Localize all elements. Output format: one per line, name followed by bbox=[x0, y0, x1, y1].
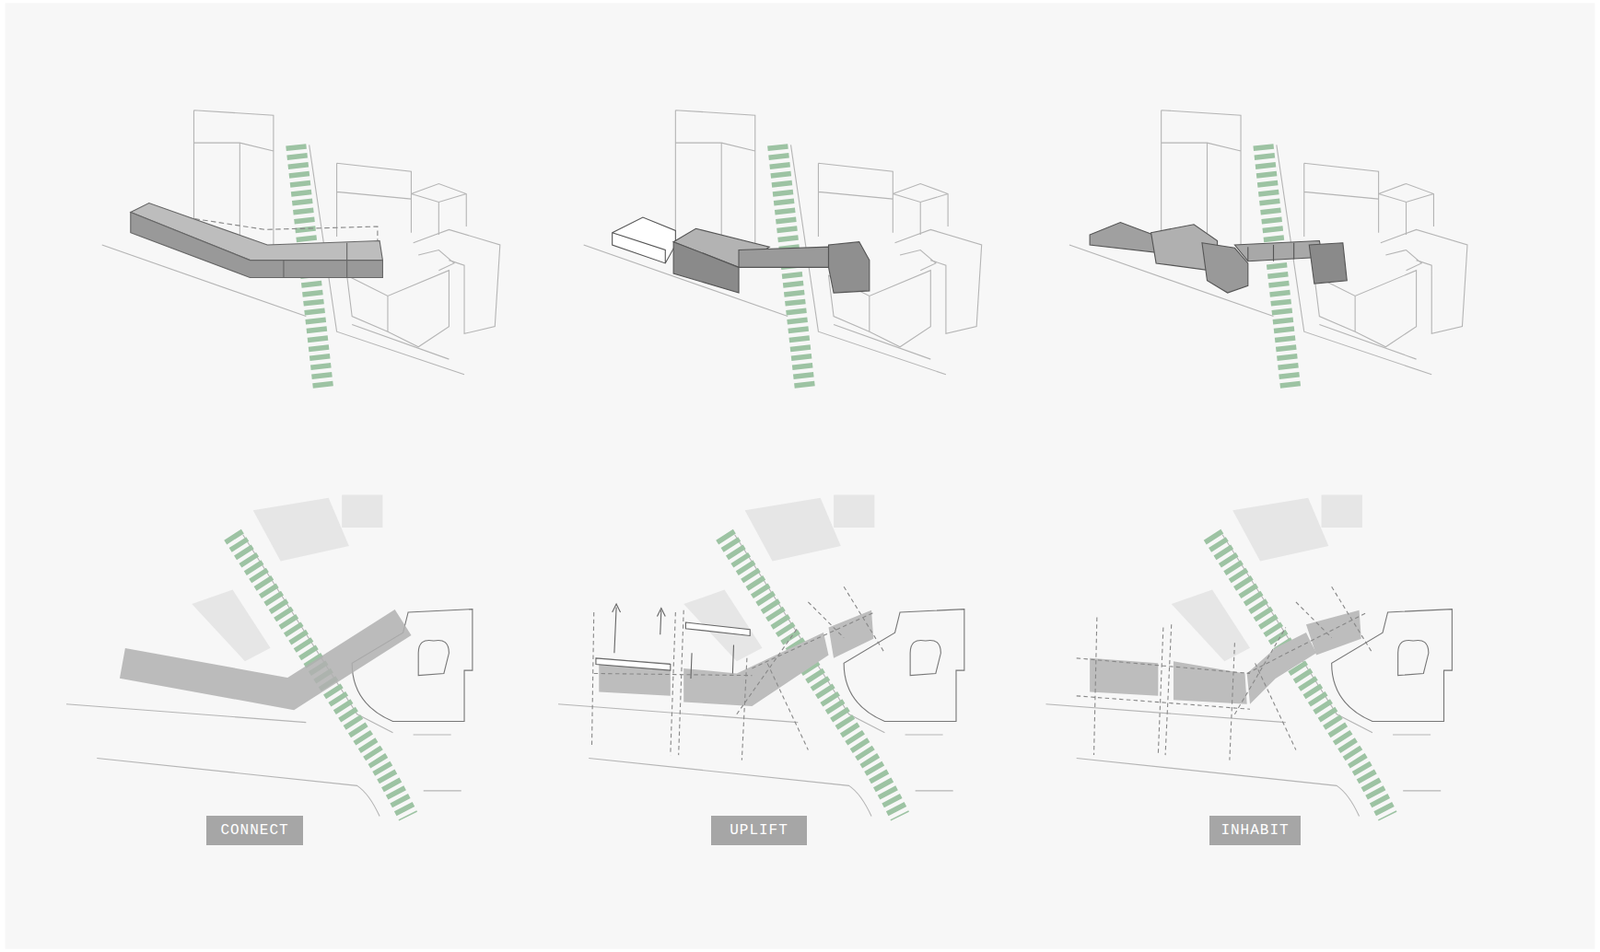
plan-inhabit-part bbox=[1089, 658, 1158, 697]
massing-inhabit-part bbox=[1089, 222, 1162, 254]
plan-uplift-part bbox=[595, 622, 750, 671]
massing-inhabit bbox=[1069, 110, 1468, 391]
plan-inhabit-part bbox=[1045, 495, 1452, 818]
plan-uplift-part bbox=[829, 610, 875, 659]
plan-connect bbox=[66, 495, 473, 818]
panel-background bbox=[5, 2, 1596, 949]
plan-inhabit bbox=[1045, 495, 1452, 818]
plan-uplift bbox=[558, 495, 965, 818]
plan-connect-part bbox=[66, 495, 473, 818]
plan-inhabit-part bbox=[1306, 610, 1362, 656]
massing-inhabit-part bbox=[1069, 110, 1468, 391]
label-text: CONNECT bbox=[220, 822, 289, 840]
massing-uplift-part bbox=[673, 242, 739, 293]
plan-inhabit-part bbox=[1076, 586, 1373, 760]
massing-uplift-part bbox=[583, 110, 982, 391]
label-box: UPLIFT bbox=[711, 816, 807, 846]
massing-uplift bbox=[583, 110, 982, 391]
label-text: UPLIFT bbox=[729, 822, 789, 840]
plan-connect-part bbox=[122, 622, 404, 695]
massing-inhabit-part bbox=[1308, 243, 1347, 284]
massing-uplift-part bbox=[612, 217, 677, 264]
plan-uplift-part bbox=[612, 604, 666, 617]
massing-connect-part bbox=[102, 110, 501, 391]
massing-inhabit-part bbox=[1248, 243, 1295, 262]
label-box: INHABIT bbox=[1209, 816, 1301, 846]
massing-uplift-part bbox=[738, 246, 829, 268]
plan-uplift-part bbox=[558, 495, 965, 818]
plan-uplift-part bbox=[592, 586, 886, 760]
massing-connect-part bbox=[283, 243, 348, 279]
massing-connect-part bbox=[130, 212, 384, 279]
label-text: INHABIT bbox=[1220, 822, 1289, 840]
massing-inhabit-part bbox=[1234, 241, 1322, 262]
massing-uplift-part bbox=[829, 242, 870, 293]
label-box: CONNECT bbox=[206, 816, 304, 846]
massing-connect bbox=[102, 110, 501, 391]
